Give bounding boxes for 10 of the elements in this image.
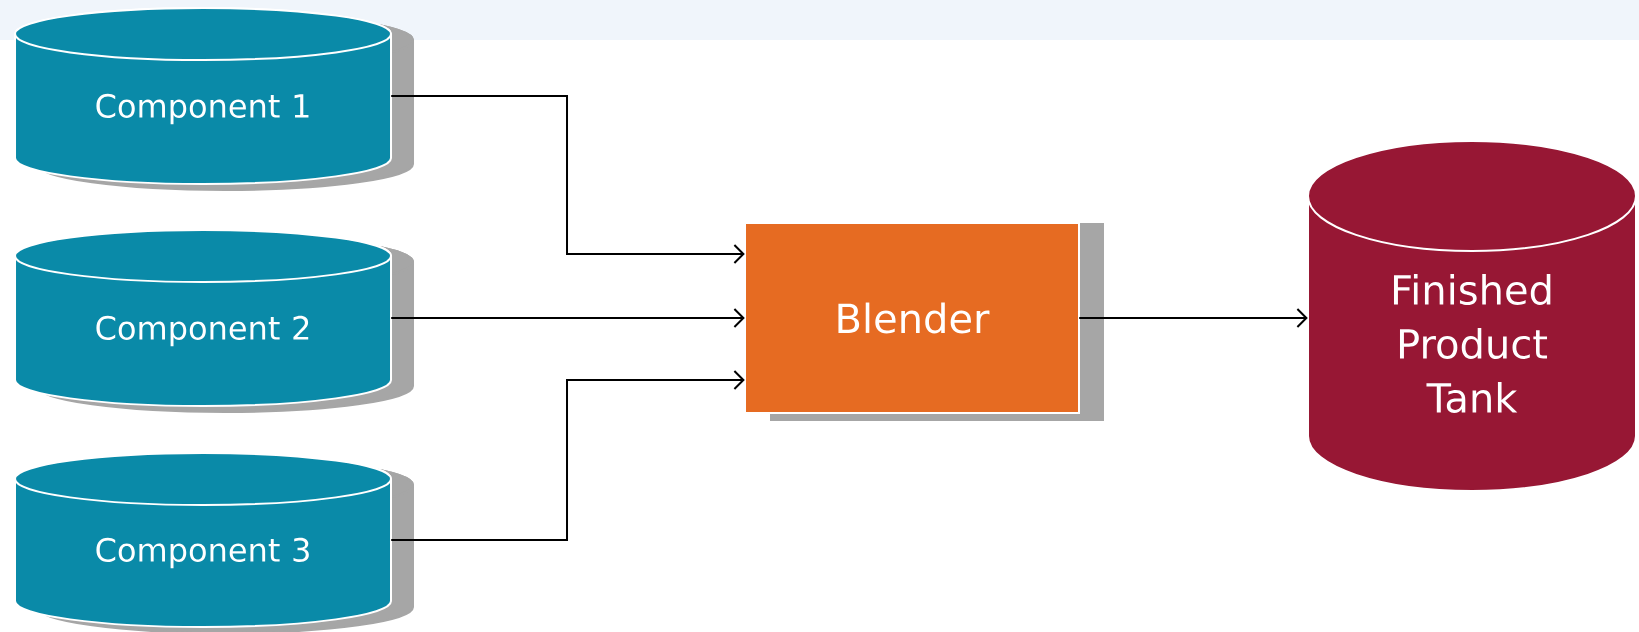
arrow <box>390 370 745 541</box>
tank-cylinder: Component 3 <box>14 452 414 632</box>
node-label: Component 3 <box>96 537 309 569</box>
arrow <box>1078 308 1308 328</box>
tank-cylinder: Component 2 <box>14 229 414 413</box>
arrow <box>390 308 745 328</box>
arrow <box>390 95 745 264</box>
process-box: Blender <box>744 222 1104 421</box>
tank-cylinder: Component 1 <box>14 7 414 191</box>
tank-cylinder: Finished Product Tank <box>1307 140 1637 492</box>
